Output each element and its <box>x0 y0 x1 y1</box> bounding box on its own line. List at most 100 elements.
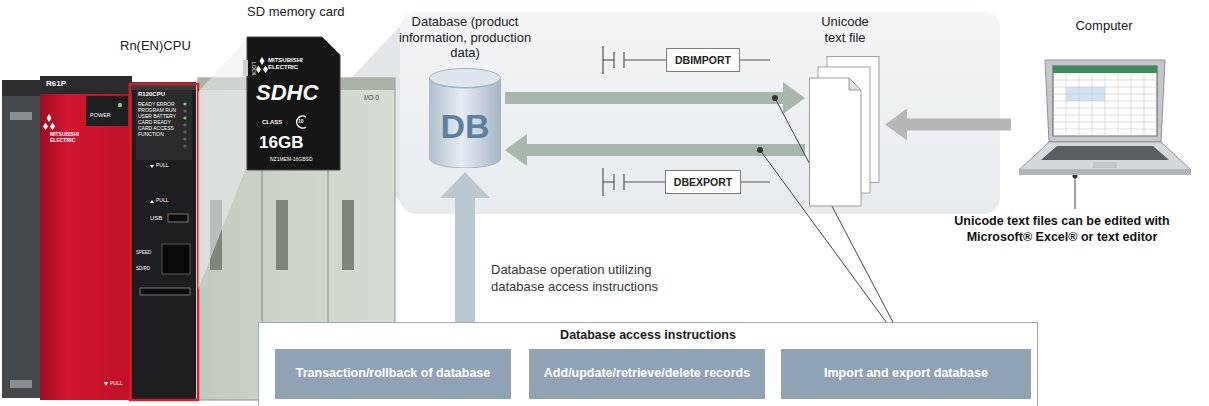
led <box>183 130 186 133</box>
tab-print: PULL <box>156 198 169 204</box>
instruction-cell: Add/update/retrieve/delete records <box>529 349 765 399</box>
instruction-cell: Import and export database <box>781 349 1031 399</box>
base-module-cap <box>2 80 40 96</box>
label-anchor: USB <box>150 215 162 222</box>
label-anchor: MITSUBISHI ELECTRIC <box>268 57 312 70</box>
led <box>183 144 186 147</box>
cpu-module <box>132 82 196 400</box>
grid-line <box>1144 73 1145 136</box>
brand-print: MITSUBISHI ELECTRIC <box>50 132 88 143</box>
model-print: NZ1MEM-16GBSD <box>270 157 313 163</box>
keyboard <box>1041 146 1169 160</box>
text-file-icon <box>809 56 881 208</box>
label-anchor: 16GB <box>259 133 303 153</box>
instruction-name: DBEXPORT <box>674 176 732 188</box>
brand-print: MITSUBISHI ELECTRIC <box>268 57 312 70</box>
grid-line <box>1066 73 1067 136</box>
port-name: USB <box>150 215 162 222</box>
label-anchor: POWER <box>90 112 111 118</box>
sd-slot <box>140 288 190 295</box>
label-anchor: R61P <box>46 79 66 88</box>
card-logo: SDHC <box>256 80 318 105</box>
label-anchor: SD memory card <box>247 5 345 20</box>
label-anchor: I/O 0 <box>364 94 379 102</box>
lock-print: LOCK <box>250 62 256 76</box>
instruction-box: DBEXPORT <box>665 170 741 194</box>
grid-line <box>1079 73 1080 136</box>
instruction-name: DBIMPORT <box>675 54 731 66</box>
label-anchor: SPEED <box>136 250 151 255</box>
slot-connector <box>342 200 354 270</box>
group-title: Database access instructions <box>259 323 1037 342</box>
base-module <box>2 80 40 398</box>
label-anchor: Unicode text files can be edited with Mi… <box>920 213 1204 246</box>
laptop-screen <box>1053 66 1157 136</box>
led-window <box>86 96 128 126</box>
slot-number: I/O 0 <box>364 94 379 102</box>
cell-text: Transaction/rollback of database <box>296 366 491 382</box>
tab-print: PULL <box>156 163 169 169</box>
computer-node: Computer <box>1015 18 1193 178</box>
screen-ribbon <box>1053 66 1157 73</box>
laptop-lid <box>1045 60 1165 142</box>
flow-arrow <box>505 82 805 114</box>
grid-line <box>1053 80 1157 81</box>
power-supply-top <box>40 76 132 94</box>
contact-symbol <box>613 52 614 68</box>
grid-line <box>1053 122 1157 123</box>
label-anchor: 10 <box>298 119 304 125</box>
flow-arrow <box>505 134 805 166</box>
cpu-highlight <box>130 84 198 400</box>
grid-line <box>1053 115 1157 116</box>
leader-dot <box>757 147 763 153</box>
led <box>183 116 186 119</box>
node-heading: Computer <box>1015 18 1193 34</box>
grid-line <box>1131 73 1132 136</box>
grid-line <box>1118 73 1119 136</box>
pull-mark <box>104 382 108 386</box>
power-supply-module <box>40 94 132 400</box>
label-anchor: Rn(EN)CPU <box>120 39 191 54</box>
model-print: R61P <box>46 79 66 88</box>
label-anchor: SDHC <box>256 80 318 105</box>
tab-print: PULL <box>110 381 123 387</box>
slot-name: SD/RD <box>136 266 150 271</box>
note-text: Unicode text files can be edited with Mi… <box>920 213 1204 246</box>
label-anchor: NZ1MEM-16GBSD <box>270 157 313 163</box>
instruction-box: DBIMPORT <box>666 48 740 72</box>
cylinder-top <box>430 69 501 88</box>
ethernet-port <box>162 244 190 274</box>
led-panel <box>136 90 192 160</box>
grid-line <box>1105 73 1106 136</box>
label-anchor: CLASS <box>262 119 282 126</box>
capacity-print: 16GB <box>259 133 303 153</box>
led <box>183 109 186 112</box>
label-anchor: R120CPU <box>138 91 165 98</box>
class-number: 10 <box>298 119 304 125</box>
brand-logo <box>43 114 55 130</box>
ladder-wire <box>603 181 614 182</box>
database-cylinder: DB <box>429 68 501 168</box>
node-heading: Unicode text file <box>809 14 881 45</box>
grid-line <box>1053 94 1157 95</box>
part-name: SD memory card <box>247 5 345 20</box>
led-name: POWER <box>90 112 111 118</box>
slot-connector <box>276 200 288 270</box>
latch <box>10 112 32 120</box>
laptop-base <box>1019 142 1191 170</box>
database-node: Database (product information, productio… <box>395 14 535 168</box>
usb-port <box>168 214 188 222</box>
class-mark <box>297 116 306 128</box>
grid-line <box>1053 87 1157 88</box>
contact-symbol <box>613 174 614 190</box>
brand-logo <box>256 57 268 73</box>
laptop-edge <box>1019 170 1191 175</box>
led <box>183 102 186 105</box>
led <box>183 137 186 140</box>
edge-label: Database operation utilizing database ac… <box>491 262 701 296</box>
text-file-node: Unicode text file <box>800 14 890 208</box>
leader-line <box>1075 176 1076 209</box>
grid-line <box>1053 129 1157 130</box>
grid-line <box>1053 108 1157 109</box>
led <box>183 123 186 126</box>
